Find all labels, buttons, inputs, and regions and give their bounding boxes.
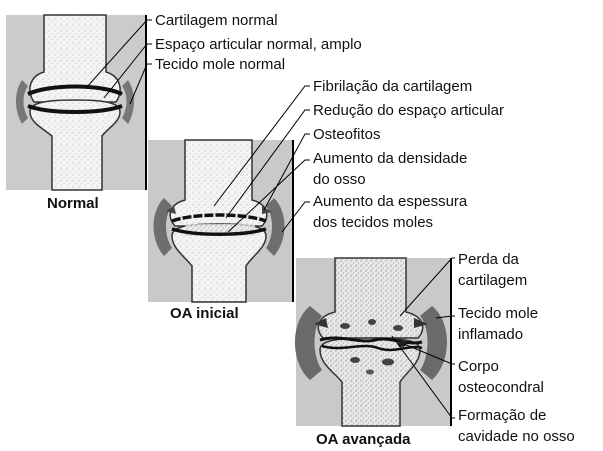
femur-early <box>170 140 267 226</box>
panel-advanced-oa: OA avançada <box>295 258 452 448</box>
caption-advanced-oa: OA avançada <box>316 431 411 448</box>
labels-advanced-oa: Perda da cartilagem Tecido mole inflamad… <box>458 251 575 445</box>
panel-normal: Normal <box>6 15 147 212</box>
label-densidade-line2: do osso <box>313 171 366 188</box>
label-espessura-line2: dos tecidos moles <box>313 214 433 231</box>
bone-cavity-2 <box>368 319 376 325</box>
panel-normal-edge <box>145 15 147 190</box>
label-perda-line1: Perda da <box>458 251 520 268</box>
labels-early-oa: Fibrilação da cartilagem Redução do espa… <box>313 78 504 231</box>
label-cavidade-line2: cavidade no osso <box>458 428 575 445</box>
bone-cavity-6 <box>366 370 374 375</box>
label-cavidade-line1: Formação de <box>458 407 546 424</box>
bone-cavity-3 <box>393 325 403 331</box>
caption-normal: Normal <box>47 195 99 212</box>
label-corpo-line2: osteocondral <box>458 379 544 396</box>
panel-advanced-edge <box>450 258 452 426</box>
label-inflamado-line2: inflamado <box>458 326 523 343</box>
panel-early-oa: OA inicial <box>148 140 294 322</box>
label-cartilagem-normal: Cartilagem normal <box>155 12 278 29</box>
label-inflamado-line1: Tecido mole <box>458 305 538 322</box>
label-corpo-line1: Corpo <box>458 358 499 375</box>
label-fibrilacao: Fibrilação da cartilagem <box>313 78 472 95</box>
label-densidade-line1: Aumento da densidade <box>313 150 467 167</box>
caption-early-oa: OA inicial <box>170 305 239 322</box>
bone-cavity-4 <box>350 357 360 363</box>
bone-cavity-1 <box>340 323 350 329</box>
labels-normal: Cartilagem normal Espaço articular norma… <box>155 12 362 73</box>
label-osteofitos: Osteofitos <box>313 126 381 143</box>
panel-early-edge <box>292 140 294 302</box>
label-tecido-mole-normal: Tecido mole normal <box>155 56 285 73</box>
label-reducao-espaco: Redução do espaço articular <box>313 102 504 119</box>
label-espaco-articular-normal: Espaço articular normal, amplo <box>155 36 362 53</box>
bone-cavity-5 <box>382 359 394 366</box>
label-espessura-line1: Aumento da espessura <box>313 193 468 210</box>
label-perda-line2: cartilagem <box>458 272 527 289</box>
